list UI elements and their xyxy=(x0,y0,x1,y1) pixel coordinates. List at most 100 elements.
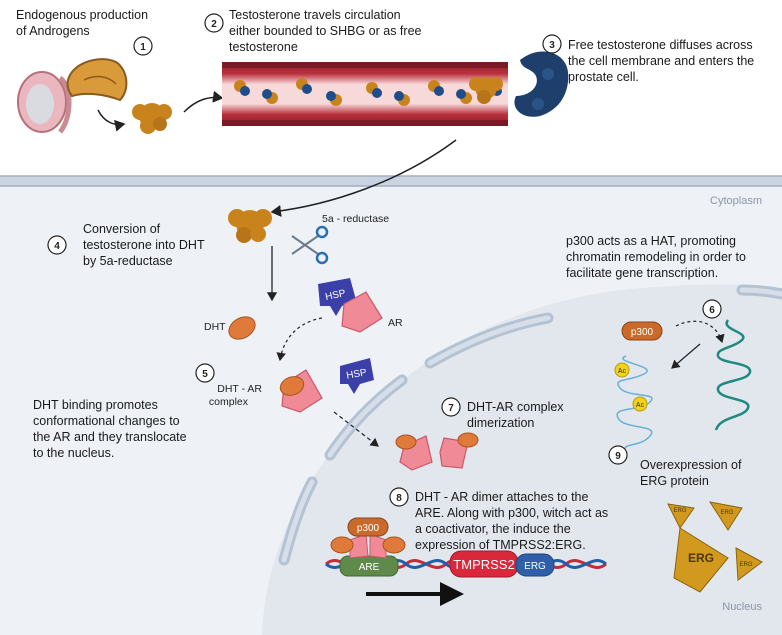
step-8-text: DHT - AR dimer attaches to the ARE. Alon… xyxy=(415,490,608,552)
svg-text:p300: p300 xyxy=(357,523,380,534)
step-8-badge: 8 xyxy=(389,487,409,507)
svg-text:facilitate gene transcription.: facilitate gene transcription. xyxy=(566,266,718,280)
svg-text:chromatin remodeling in order: chromatin remodeling in order to xyxy=(566,250,746,264)
are-element: ARE xyxy=(339,555,399,577)
condensed-chromatin-icon xyxy=(714,319,752,431)
dht-ar-dimer xyxy=(395,432,479,471)
svg-text:Conversion of: Conversion of xyxy=(83,222,161,236)
hsp-protein-2: HSP xyxy=(340,358,374,394)
svg-text:the AR and they translocate: the AR and they translocate xyxy=(33,430,187,444)
arrow-step1-to-2 xyxy=(183,90,224,113)
svg-text:TMPRSS2: TMPRSS2 xyxy=(453,557,514,572)
step-2-text: Testosterone travels circulation either … xyxy=(229,8,422,54)
scissors-icon xyxy=(291,225,329,265)
svg-text:by 5a-reductase: by 5a-reductase xyxy=(83,254,173,268)
cytoplasm-label: Cytoplasm xyxy=(710,195,762,207)
svg-text:DHT - AR dimer attaches to the: DHT - AR dimer attaches to the xyxy=(415,490,588,504)
svg-text:dimerization: dimerization xyxy=(467,416,534,430)
step-7-badge: 7 xyxy=(441,397,461,417)
dimer-on-are xyxy=(330,533,406,559)
svg-text:2: 2 xyxy=(211,19,217,30)
arrow-chromatin-open xyxy=(675,320,725,344)
step-9-badge: 9 xyxy=(608,445,628,465)
step-5-text: DHT binding promotes conformational chan… xyxy=(33,398,187,460)
p300-protein-1: p300 xyxy=(621,321,663,341)
step-5-badge: 5 xyxy=(195,363,215,383)
step-4-text: Conversion of testosterone into DHT by 5… xyxy=(83,222,205,268)
svg-text:Endogenous production: Endogenous production xyxy=(16,8,148,22)
svg-text:ERG: ERG xyxy=(739,562,752,568)
svg-text:ERG: ERG xyxy=(688,551,714,565)
dht-molecule xyxy=(228,316,256,340)
erg-protein-4: ERG xyxy=(735,547,763,581)
reductase-label: 5a - reductase xyxy=(322,213,389,225)
svg-text:ERG protein: ERG protein xyxy=(640,474,709,488)
svg-text:HSP: HSP xyxy=(345,367,367,381)
svg-text:expression of TMPRSS2:ERG.: expression of TMPRSS2:ERG. xyxy=(415,538,586,552)
step-1-badge: 1 xyxy=(133,36,153,56)
svg-text:HSP: HSP xyxy=(324,288,347,303)
acetyl-group-2: Ac xyxy=(632,396,648,412)
arrow-binding-dashed xyxy=(276,317,323,362)
erg-protein-2: ERG xyxy=(708,501,743,531)
svg-text:ERG: ERG xyxy=(720,510,733,516)
erg-gene: ERG xyxy=(515,553,555,577)
svg-text:DHT binding promotes: DHT binding promotes xyxy=(33,398,158,412)
dht-label: DHT xyxy=(204,321,226,333)
arrow-into-cell xyxy=(270,139,457,217)
svg-text:8: 8 xyxy=(396,493,402,504)
svg-text:Ac: Ac xyxy=(636,402,645,409)
svg-text:ERG: ERG xyxy=(673,508,686,514)
step-6-text: p300 acts as a HAT, promoting chromatin … xyxy=(566,234,746,280)
svg-text:ARE. Along with p300, witch ac: ARE. Along with p300, witch act as xyxy=(415,506,608,520)
arrow-step1 xyxy=(97,109,126,132)
svg-text:4: 4 xyxy=(54,241,60,252)
svg-text:DHT-AR complex: DHT-AR complex xyxy=(467,400,564,414)
svg-text:Ac: Ac xyxy=(618,368,627,375)
svg-text:testosterone: testosterone xyxy=(229,40,298,54)
dht-ar-complex-label-2: complex xyxy=(209,396,249,408)
svg-text:ARE: ARE xyxy=(359,562,380,573)
nucleus-label: Nucleus xyxy=(722,601,762,613)
step-1-text: Endogenous production of Androgens xyxy=(16,8,148,38)
testis-icon xyxy=(17,71,72,134)
arrow-translocation xyxy=(333,411,379,447)
testosterone-molecule-2 xyxy=(469,77,503,104)
svg-text:Overexpression of: Overexpression of xyxy=(640,458,742,472)
svg-text:5: 5 xyxy=(202,369,208,380)
svg-text:a coactivator, the induce the: a coactivator, the induce the xyxy=(415,522,571,536)
svg-text:conformational changes to: conformational changes to xyxy=(33,414,180,428)
svg-text:of Androgens: of Androgens xyxy=(16,24,90,38)
arrow-acetylation xyxy=(671,343,701,369)
svg-text:p300 acts as a HAT, promoting: p300 acts as a HAT, promoting xyxy=(566,234,736,248)
dht-ar-complex-label-1: DHT - AR xyxy=(217,383,262,395)
step-3-text: Free testosterone diffuses across the ce… xyxy=(568,38,754,84)
svg-text:p300: p300 xyxy=(631,327,654,338)
testosterone-molecule-1 xyxy=(132,103,172,134)
adrenal-gland-icon xyxy=(66,58,128,102)
svg-text:Testosterone travels circulati: Testosterone travels circulation xyxy=(229,8,401,22)
svg-text:1: 1 xyxy=(140,42,146,53)
svg-text:prostate cell.: prostate cell. xyxy=(568,70,639,84)
step-3-badge: 3 xyxy=(542,34,562,54)
erg-protein-1: ERG xyxy=(667,503,695,529)
hsp-protein-1: HSP xyxy=(318,278,356,316)
acetyl-group-1: Ac xyxy=(614,362,630,378)
svg-text:to the nucleus.: to the nucleus. xyxy=(33,446,114,460)
cell-membrane xyxy=(0,175,782,187)
step-7-text: DHT-AR complex dimerization xyxy=(467,400,564,430)
step-2-badge: 2 xyxy=(204,13,224,33)
svg-text:6: 6 xyxy=(709,305,715,316)
dht-ar-complex xyxy=(279,369,323,413)
svg-text:Free testosterone diffuses acr: Free testosterone diffuses across xyxy=(568,38,753,52)
step-6-badge: 6 xyxy=(702,299,722,319)
tmprss2-gene: TMPRSS2 xyxy=(449,550,519,578)
open-chromatin-icon xyxy=(616,355,653,453)
svg-text:either bounded to SHBG or as f: either bounded to SHBG or as free xyxy=(229,24,422,38)
svg-text:7: 7 xyxy=(448,403,454,414)
androgen-receptor-1 xyxy=(341,291,383,333)
svg-text:3: 3 xyxy=(549,40,555,51)
step-4-badge: 4 xyxy=(47,235,67,255)
svg-text:testosterone into DHT: testosterone into DHT xyxy=(83,238,205,252)
